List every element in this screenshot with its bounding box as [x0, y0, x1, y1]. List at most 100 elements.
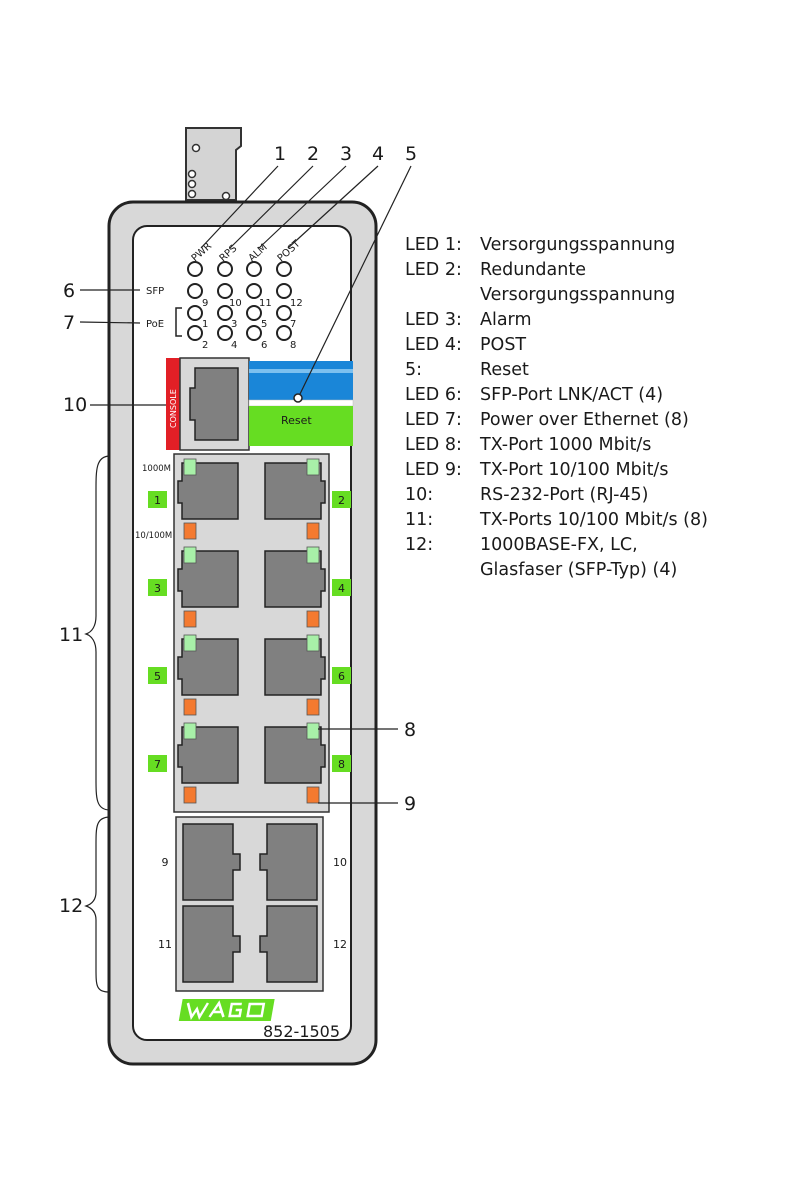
- led-10-100m: [183, 698, 197, 716]
- sfp-port-number: 9: [162, 856, 169, 869]
- sfp-cage: [182, 905, 241, 983]
- legend-text: Versorgungsspannung: [480, 235, 676, 255]
- port-number: 5: [154, 670, 161, 683]
- reset-label: Reset: [281, 414, 312, 427]
- legend-key: LED 2:: [405, 260, 462, 280]
- rj45-socket: [264, 726, 326, 784]
- tx-port-2[interactable]: 2: [264, 458, 351, 540]
- port-number-badge: [148, 491, 167, 508]
- rj45-socket: [264, 462, 326, 520]
- legend-key: LED 6:: [405, 385, 462, 405]
- led-1000m: [183, 546, 197, 564]
- sfp-led-number-9: 9: [202, 298, 208, 309]
- callout-1: 1: [274, 143, 286, 165]
- legend-key: LED 9:: [405, 460, 462, 480]
- led-10-100m: [306, 698, 320, 716]
- legend-key: LED 3:: [405, 310, 462, 330]
- sfp-cage: [259, 905, 318, 983]
- tx-port-5[interactable]: 5: [148, 634, 239, 716]
- sfp-port-9[interactable]: 9: [162, 823, 241, 901]
- legend-row: LED 8:TX-Port 1000 Mbit/s: [405, 433, 708, 458]
- led-1000m: [183, 634, 197, 652]
- tx-port-3[interactable]: 3: [148, 546, 239, 628]
- callout-11: 11: [59, 624, 83, 646]
- poe-led-number-3: 3: [231, 319, 237, 330]
- poe-led-number-8: 8: [290, 340, 296, 351]
- callout-12: 12: [59, 895, 83, 917]
- sfp-row-label: SFP: [146, 286, 164, 297]
- legend-key: [405, 283, 480, 308]
- legend-text: RS-232-Port (RJ-45): [480, 485, 649, 505]
- legend-row: 10: RS-232-Port (RJ-45): [405, 483, 708, 508]
- console-port[interactable]: CONSOLE: [166, 357, 250, 451]
- led-10-100m: [306, 610, 320, 628]
- led-10-100m: [183, 610, 197, 628]
- callout-7: 7: [63, 312, 75, 334]
- led-alm: [246, 261, 262, 277]
- tx-port-4[interactable]: 4: [264, 546, 351, 628]
- led-1000m: [183, 458, 197, 476]
- wago-logo: [178, 999, 275, 1021]
- port-number-badge: [332, 579, 351, 596]
- legend-key: 10:: [405, 485, 434, 505]
- led-poe-5: [246, 305, 262, 321]
- led-poe-4: [217, 325, 233, 341]
- led-1000m: [306, 546, 320, 564]
- sfp-port-number: 10: [333, 856, 347, 869]
- callout-9: 9: [404, 793, 416, 815]
- led-sfp-10: [217, 283, 233, 299]
- poe-led-number-1: 1: [202, 319, 208, 330]
- legend-text: TX-Port 10/100 Mbit/s: [480, 460, 669, 480]
- legend-text: Versorgungsspannung: [480, 285, 676, 305]
- led-10-100m: [183, 522, 197, 540]
- sfp-port-number: 12: [333, 938, 347, 951]
- sfp-port-12[interactable]: 12: [259, 905, 347, 983]
- port-number: 1: [154, 494, 161, 507]
- led-poe-8: [276, 325, 292, 341]
- tx-port-1[interactable]: 1: [148, 458, 239, 540]
- led-poe-2: [187, 325, 203, 341]
- led-sfp-12: [276, 283, 292, 299]
- led-1000m: [306, 458, 320, 476]
- tx-port-7[interactable]: 7: [148, 722, 239, 804]
- port-number-badge: [332, 491, 351, 508]
- port-number: 7: [154, 758, 161, 771]
- rj45-socket: [177, 462, 239, 520]
- leader-line-2: [229, 165, 314, 249]
- tx-port-8[interactable]: 8: [264, 722, 351, 804]
- port-number: 4: [338, 582, 345, 595]
- led-poe-3: [217, 305, 233, 321]
- leader-line-7: [79, 321, 141, 324]
- legend-key: LED 4:: [405, 335, 462, 355]
- rj45-socket: [264, 638, 326, 696]
- sfp-port-10[interactable]: 10: [259, 823, 347, 901]
- legend-row: LED 6: SFP-Port LNK/ACT (4): [405, 383, 708, 408]
- legend-text: Reset: [480, 360, 529, 380]
- legend-key: 12:: [405, 535, 434, 555]
- speed-label-10-100m: 10/100M: [135, 531, 172, 541]
- leader-line-3: [258, 165, 347, 249]
- poe-led-number-6: 6: [261, 340, 267, 351]
- led-1000m: [306, 722, 320, 740]
- sfp-ports: 9 10 11 12: [158, 823, 347, 983]
- legend-row: LED 7:Power over Ethernet (8): [405, 408, 708, 433]
- callout-4: 4: [372, 143, 384, 165]
- poe-led-number-5: 5: [261, 319, 267, 330]
- tx-port-6[interactable]: 6: [264, 634, 351, 716]
- reset-button[interactable]: [293, 393, 303, 403]
- legend-text: SFP-Port LNK/ACT (4): [480, 385, 664, 405]
- reset-area[interactable]: Reset: [248, 361, 354, 446]
- poe-led-number-7: 7: [290, 319, 296, 330]
- led-10-100m: [183, 786, 197, 804]
- leader-line-4: [287, 165, 379, 249]
- rj45-socket: [177, 638, 239, 696]
- sfp-port-11[interactable]: 11: [158, 905, 241, 983]
- legend-row: 5:Reset: [405, 358, 708, 383]
- callout-5: 5: [405, 143, 417, 165]
- legend-row: LED 9: TX-Port 10/100 Mbit/s: [405, 458, 708, 483]
- callout-6: 6: [63, 280, 75, 302]
- legend-text: TX-Port 1000 Mbit/s: [480, 435, 652, 455]
- poe-bracket: [175, 307, 182, 337]
